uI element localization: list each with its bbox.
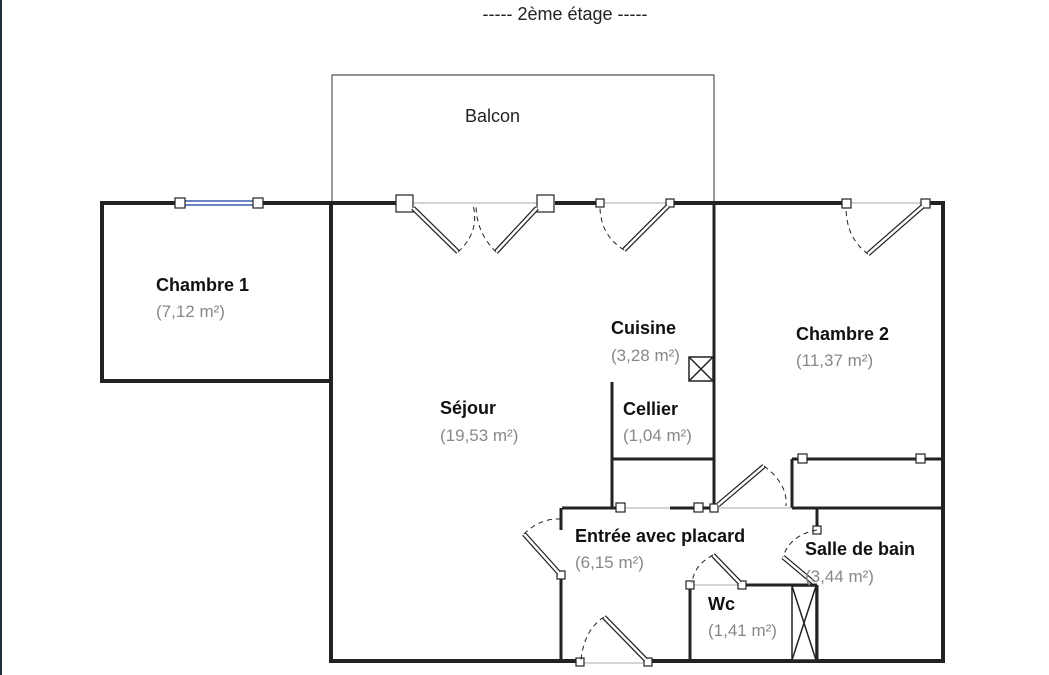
room-name: Chambre 2 (796, 324, 889, 344)
room-area: (11,37 m²) (796, 351, 873, 370)
room-sejour: Séjour (19,53 m²) (440, 398, 518, 445)
balcony (331, 74, 715, 203)
room-area: (3,44 m²) (805, 567, 874, 586)
room-wc: Wc (1,41 m²) (708, 594, 777, 640)
room-area: (6,15 m²) (575, 553, 644, 572)
door-entree-principale[interactable] (575, 615, 653, 667)
duct-wc (791, 585, 817, 661)
room-area: (1,04 m²) (623, 426, 692, 445)
room-area: (3,28 m²) (611, 346, 680, 365)
room-entree: Entrée avec placard (6,15 m²) (575, 526, 745, 572)
door-sejour-balcon[interactable] (395, 194, 555, 254)
door-chambre-2-balcon[interactable] (841, 198, 931, 256)
room-name: Cuisine (611, 318, 676, 338)
door-cuisine-balcon[interactable] (595, 198, 675, 252)
room-area: (1,41 m²) (708, 621, 777, 640)
room-name: Séjour (440, 398, 496, 418)
room-cellier: Cellier (1,04 m²) (623, 399, 692, 445)
room-chambre-2: Chambre 2 (11,37 m²) (796, 324, 889, 370)
placard-doors (615, 453, 926, 513)
door-wc[interactable] (685, 553, 747, 590)
room-name: Cellier (623, 399, 678, 419)
floor-title: ----- 2ème étage ----- (482, 4, 648, 24)
room-cuisine: Cuisine (3,28 m²) (611, 318, 680, 365)
room-chambre-1: Chambre 1 (7,12 m²) (156, 275, 249, 321)
room-name: Salle de bain (805, 539, 915, 559)
room-salle-de-bain: Salle de bain (3,44 m²) (805, 539, 915, 586)
room-area: (19,53 m²) (440, 426, 518, 445)
door-chambre-2[interactable] (709, 464, 787, 513)
room-name: Wc (708, 594, 735, 614)
room-name: Entrée avec placard (575, 526, 745, 546)
openings (405, 202, 925, 664)
door-entree-sejour[interactable] (522, 518, 566, 580)
balcony-label: Balcon (465, 106, 520, 126)
interior-walls (559, 203, 943, 661)
door-salle-de-bain[interactable] (778, 525, 822, 585)
room-area: (7,12 m²) (156, 302, 225, 321)
window-chambre-1 (174, 197, 264, 209)
room-name: Chambre 1 (156, 275, 249, 295)
exterior-walls (100, 201, 945, 663)
duct-cuisine (688, 356, 714, 382)
